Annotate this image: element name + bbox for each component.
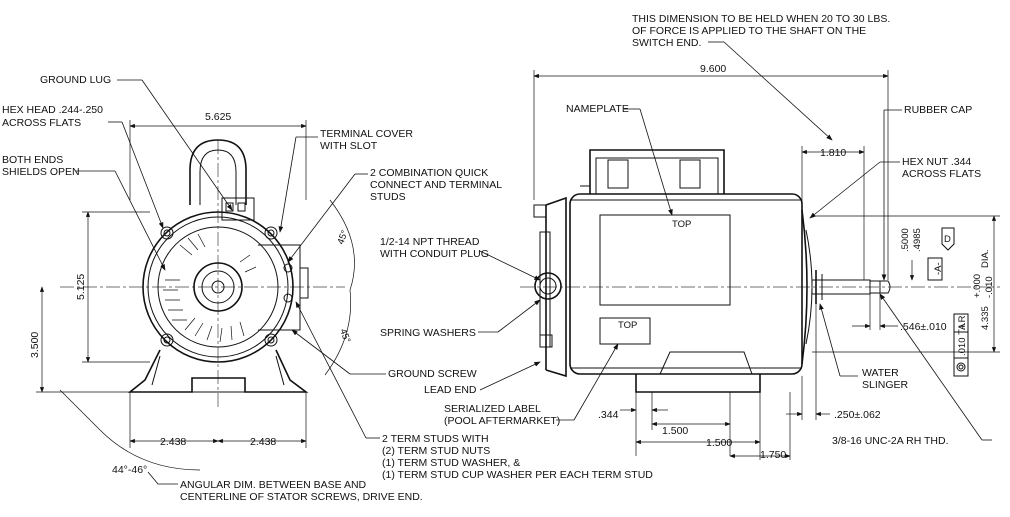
label-angular-2: CENTERLINE OF STATOR SCREWS, DRIVE END. — [180, 491, 423, 503]
tir-value: .010 T.I.R. — [957, 313, 968, 356]
label-nameplate: NAMEPLATE — [566, 103, 629, 115]
dim-1810: 1.810 — [820, 147, 846, 159]
label-combo-1: 2 COMBINATION QUICK — [370, 167, 488, 179]
dim-1750: 1.750 — [760, 449, 786, 461]
label-studs-3: (1) TERM STUD WASHER, & — [382, 457, 520, 469]
dim-5625: 5.625 — [205, 111, 231, 123]
dim-4335: 4.335 — [980, 306, 991, 330]
dim-4335-tol-minus: -.010 — [984, 276, 995, 298]
dim-shaft-dia-1: .5000 — [900, 228, 911, 252]
label-both-ends-1: BOTH ENDS — [2, 154, 63, 166]
dim-3500: 3.500 — [29, 332, 41, 358]
dim-250: .250±.062 — [834, 409, 881, 421]
dim-1500a: 1.500 — [662, 425, 688, 437]
note-line-1: THIS DIMENSION TO BE HELD WHEN 20 TO 30 … — [632, 13, 890, 25]
label-lead-end: LEAD END — [424, 384, 477, 396]
dim-344: .344 — [598, 409, 619, 421]
angle-45-top: 45° — [335, 229, 350, 246]
label-hex-head-1: HEX HEAD .244-.250 — [2, 104, 103, 116]
label-terminal-cover-2: WITH SLOT — [320, 140, 378, 152]
dim-4335-suffix: DIA. — [980, 250, 991, 268]
label-studs-1: 2 TERM STUDS WITH — [382, 433, 489, 445]
dim-shaft-dia-2: .4985 — [912, 228, 923, 252]
label-top-1: TOP — [672, 219, 691, 230]
label-thread: 3/8-16 UNC-2A RH THD. — [832, 435, 949, 447]
dim-2438-left: 2.438 — [160, 436, 186, 448]
label-serial-1: SERIALIZED LABEL — [444, 403, 541, 415]
label-top-2: TOP — [618, 320, 637, 331]
dim-1500b: 1.500 — [706, 437, 732, 449]
label-ground-lug: GROUND LUG — [40, 74, 111, 86]
label-terminal-cover-1: TERMINAL COVER — [320, 128, 413, 140]
dim-546: .546±.010 — [900, 321, 947, 333]
label-hex-head-2: ACROSS FLATS — [2, 117, 81, 129]
label-studs-2: (2) TERM STUD NUTS — [382, 445, 490, 457]
end-view: 5.625 5.125 3.500 2.438 2.438 44°-46° 45… — [2, 74, 653, 503]
dim-2438-right: 2.438 — [250, 436, 276, 448]
label-combo-3: STUDS — [370, 191, 406, 203]
note-line-2: OF FORCE IS APPLIED TO THE SHAFT ON THE — [632, 25, 866, 37]
label-hex-nut-1: HEX NUT .344 — [902, 156, 971, 168]
label-water-2: SLINGER — [862, 379, 909, 391]
label-angular-1: ANGULAR DIM. BETWEEN BASE AND — [180, 479, 367, 491]
side-view: TOP TOP 9.600 THIS DIMENSION TO BE HELD … — [424, 13, 1000, 461]
label-hex-nut-2: ACROSS FLATS — [902, 168, 981, 180]
angle-44-46: 44°-46° — [112, 464, 147, 476]
label-rubber-cap: RUBBER CAP — [904, 104, 972, 116]
dim-9600: 9.600 — [700, 63, 726, 75]
label-npt-2: WITH CONDUIT PLUG — [380, 248, 489, 260]
label-npt-1: 1/2-14 NPT THREAD — [380, 236, 480, 248]
tir-datum: A — [957, 323, 968, 330]
datum-d: D — [944, 234, 951, 245]
angle-45-right: 45° — [337, 327, 352, 344]
label-serial-2: (POOL AFTERMARKET) — [444, 415, 560, 427]
label-ground-screw: GROUND SCREW — [388, 368, 477, 380]
datum-a: -A- — [933, 262, 944, 275]
label-both-ends-2: SHIELDS OPEN — [2, 166, 80, 178]
label-spring-washers: SPRING WASHERS — [380, 327, 476, 339]
dim-4335-tol-plus: +.000 — [972, 274, 983, 298]
label-water-1: WATER — [862, 367, 899, 379]
label-combo-2: CONNECT AND TERMINAL — [370, 179, 502, 191]
label-studs-4: (1) TERM STUD CUP WASHER PER EACH TERM S… — [382, 469, 653, 481]
dim-5125: 5.125 — [75, 274, 87, 300]
note-line-3: SWITCH END. — [632, 37, 701, 49]
